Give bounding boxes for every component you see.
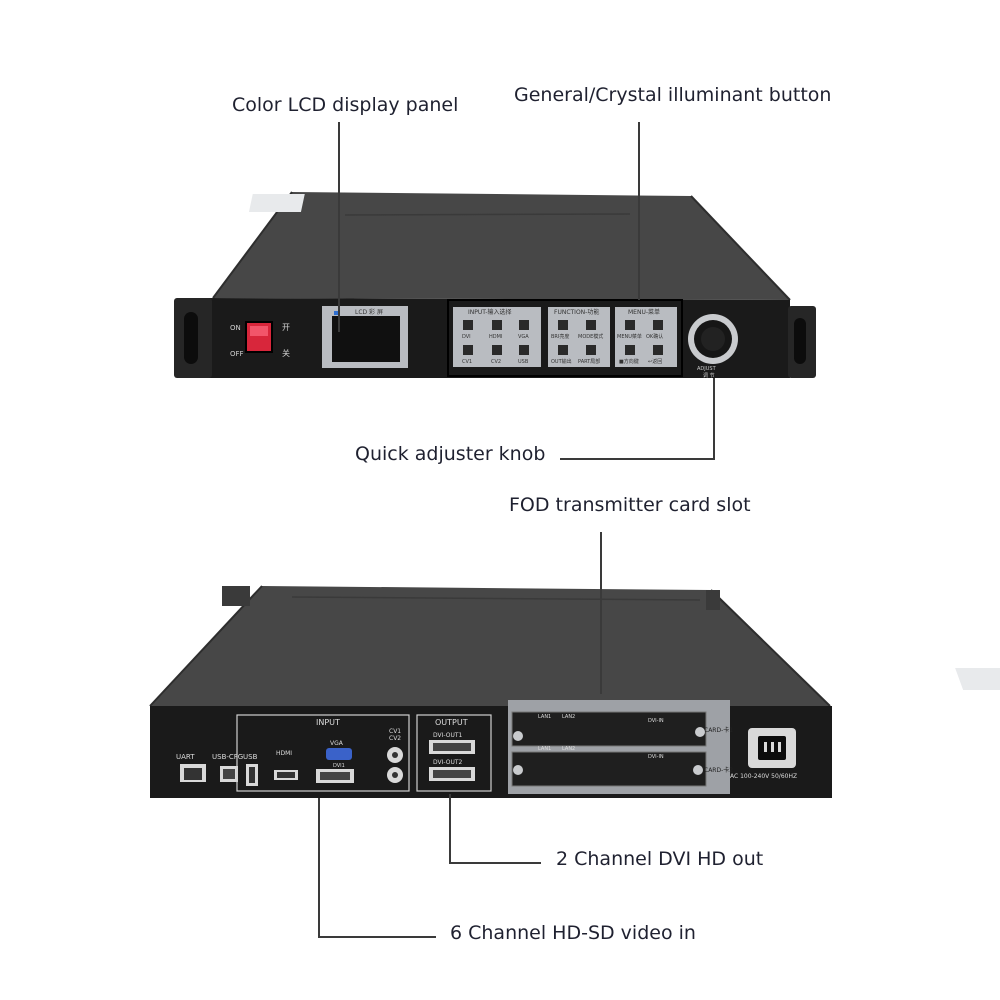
card2-lan1-label: LAN1 [538,746,551,752]
card2-dvi-in-label: DVI-IN [648,754,664,760]
card2-lan2-label: LAN2 [562,746,575,752]
rear-sticker [955,668,1000,690]
input-panel-title: INPUT [316,718,340,727]
callout-adjuster-knob: Quick adjuster knob [355,443,546,465]
card1-lan1-label: LAN1 [538,714,551,720]
dvi-out1-label: DVI-OUT1 [433,732,463,739]
ok-label: OK确认 [646,333,663,340]
card2-label: CARD-卡2 [704,766,733,774]
function-label-part: PART局部 [578,358,600,365]
menu-button[interactable] [625,320,635,330]
rear-unit-top [150,586,830,706]
adjust-label-cn: 调 节 [703,372,715,379]
input-button-group [453,307,541,367]
power-on-label: ON [230,324,241,332]
function-button-bri[interactable] [558,320,568,330]
direction-label: ■方向键 [619,358,639,365]
leader-transmitter-slot [600,532,602,694]
power-off-cn-label: 关 [282,348,290,358]
leader-video-in-v [318,798,320,938]
rear-unit: UART USB-CFG USB INPUT HDMI VGA DVI1 CV1… [149,585,1000,798]
input-button-usb[interactable] [519,345,529,355]
back-button[interactable] [653,345,663,355]
front-unit-top [213,192,790,300]
leader-adjuster-knob-h [560,458,715,460]
callout-transmitter-slot: FOD transmitter card slot [509,494,751,516]
leader-dvi-out-v [449,794,451,864]
input-label-vga: VGA [518,334,529,340]
function-label-bri: BRI亮度 [551,333,569,340]
function-button-group [548,307,610,367]
function-button-out[interactable] [558,345,568,355]
card1-label: CARD-卡1 [704,726,733,734]
button-highlight-box [447,299,683,377]
power-on-cn-label: 开 [282,323,290,332]
output-panel [416,714,492,792]
card1-dvi-in-label: DVI-IN [648,718,664,724]
adjust-label: ADJUST [697,366,717,372]
card1-lan2-label: LAN2 [562,714,575,720]
menu-button-group [615,307,677,367]
callout-dvi-out: 2 Channel DVI HD out [556,848,764,870]
input-label-cv1: CV1 [462,359,472,365]
callout-illuminant-button: General/Crystal illuminant button [514,84,832,106]
function-button-mode[interactable] [586,320,596,330]
rear-rack-ear-left [222,586,250,606]
leader-lcd-panel [338,122,340,332]
leader-video-in-h [318,936,436,938]
input-group-label: INPUT-输入选择 [468,308,512,316]
cv1-label: CV1 [389,728,401,735]
leader-adjuster-knob-v [713,378,715,460]
function-button-part[interactable] [586,345,596,355]
input-button-cv2[interactable] [492,345,502,355]
lcd-label: LCD 彩 屏 [355,308,383,316]
input-label-hdmi: HDMI [489,334,502,340]
dvi-out2-label: DVI-OUT2 [433,759,463,766]
transmitter-card-2[interactable] [511,751,707,787]
menu-group-label: MENU-菜单 [628,308,660,316]
leader-illuminant-button [638,122,640,300]
input-panel [236,714,410,792]
menu-label: MENU菜单 [617,333,642,340]
function-label-mode: MODE模式 [578,333,603,340]
hdmi-label: HDMI [276,750,292,757]
callout-lcd-panel: Color LCD display panel [232,94,459,116]
transmitter-card-1[interactable] [511,711,707,747]
front-unit: ON OFF 开 关 LCD 彩 屏 INPUT-输入选择 DVI HDMI V… [174,191,816,379]
rear-rack-ear-right [706,590,720,610]
ok-button[interactable] [653,320,663,330]
cv2-label: CV2 [389,735,401,742]
output-panel-title: OUTPUT [435,718,468,727]
function-group-label: FUNCTION-功能 [554,308,599,316]
input-button-dvi[interactable] [463,320,473,330]
power-rating-label: AC 100-240V 50/60HZ [730,773,797,780]
dvi1-label: DVI1 [333,763,345,769]
usb-label: USB [243,753,258,761]
input-button-hdmi[interactable] [492,320,502,330]
direction-button[interactable] [625,345,635,355]
input-label-usb: USB [518,359,529,365]
lcd-screen [332,316,400,362]
callout-video-in: 6 Channel HD-SD video in [450,922,696,944]
power-off-label: OFF [230,350,244,358]
input-button-vga[interactable] [519,320,529,330]
uart-label: UART [176,753,195,761]
leader-dvi-out-h [449,862,541,864]
input-label-dvi: DVI [462,334,471,340]
vga-port[interactable] [326,748,352,760]
function-label-out: OUT输出 [551,358,572,365]
input-label-cv2: CV2 [491,359,501,365]
usb-cfg-label: USB-CFG [212,753,243,761]
vga-label: VGA [330,740,344,747]
input-button-cv1[interactable] [463,345,473,355]
back-label: ↩返回 [648,358,662,365]
top-sticker [248,194,305,212]
